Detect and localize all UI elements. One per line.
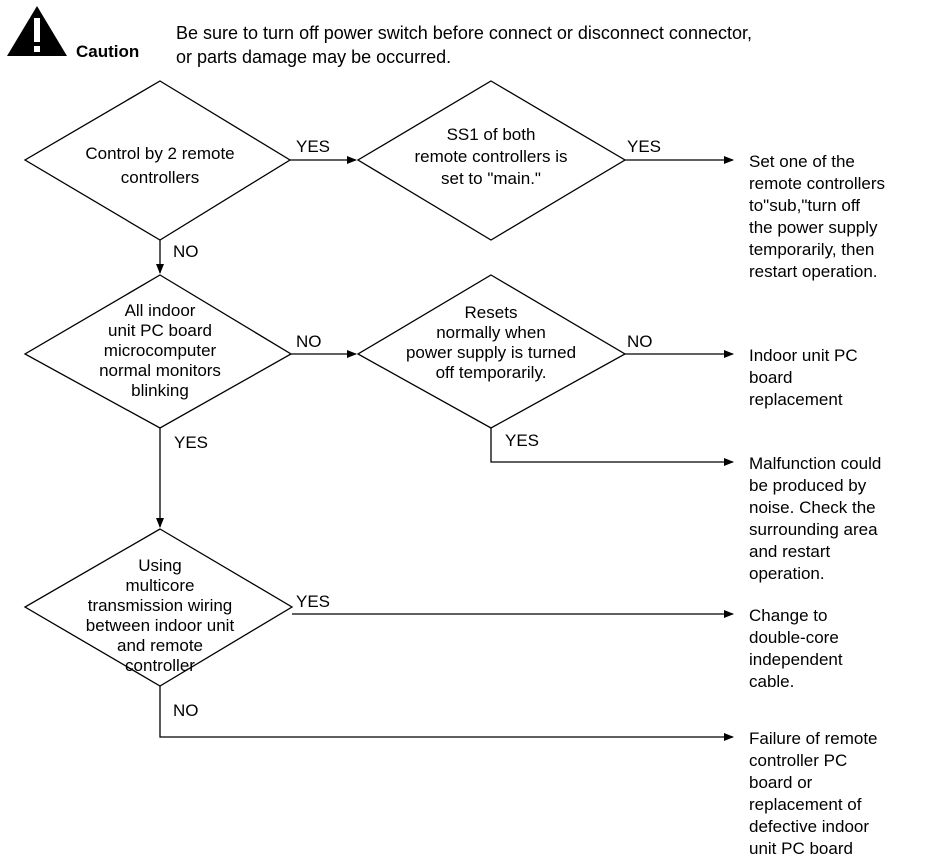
svg-text:Resets: Resets [465,303,518,322]
decision-d1-label: Control by 2 remote controllers [85,144,234,187]
edge-label-d3-no: NO [296,332,322,351]
edge-d4-yes [490,428,734,466]
caution-text-line-1: Be sure to turn off power switch before … [176,23,752,43]
edge-label-d4-yes: YES [505,431,539,450]
decision-d3-label: All indoor unit PC board microcomputer n… [99,301,221,400]
svg-text:remote controllers: remote controllers [749,174,885,193]
svg-text:replacement of: replacement of [749,795,862,814]
caution-text-line-2: or parts damage may be occurred. [176,47,451,67]
svg-text:normally when: normally when [436,323,546,342]
edge-label-d4-no: NO [627,332,653,351]
svg-text:unit PC board: unit PC board [108,321,212,340]
edge-d5-no [159,686,734,741]
svg-text:SS1 of both: SS1 of both [447,125,536,144]
svg-text:set to "main.": set to "main." [441,169,541,188]
edge-label-d5-yes: YES [296,592,330,611]
svg-text:operation.: operation. [749,564,825,583]
edge-label-d1-yes: YES [296,137,330,156]
svg-text:unit PC board: unit PC board [749,839,853,858]
svg-text:surrounding area: surrounding area [749,520,878,539]
svg-text:defective indoor: defective indoor [749,817,869,836]
result-r1: Set one of the remote controllers to"sub… [749,152,885,281]
svg-text:microcomputer: microcomputer [104,341,217,360]
decision-d2-label: SS1 of both remote controllers is set to… [414,125,567,188]
svg-text:remote controllers is: remote controllers is [414,147,567,166]
svg-text:between indoor unit: between indoor unit [86,616,235,635]
svg-text:and restart: and restart [749,542,831,561]
svg-text:replacement: replacement [749,390,843,409]
svg-text:double-core: double-core [749,628,839,647]
svg-text:All indoor: All indoor [125,301,196,320]
result-r4: Change to double-core independent cable. [749,606,843,691]
edge-label-d5-no: NO [173,701,199,720]
svg-text:to"sub,"turn off: to"sub,"turn off [749,196,860,215]
svg-text:Indoor unit PC: Indoor unit PC [749,346,858,365]
svg-text:be produced by: be produced by [749,476,867,495]
svg-text:normal monitors: normal monitors [99,361,221,380]
warning-triangle-icon [7,6,67,56]
svg-text:temporarily, then: temporarily, then [749,240,874,259]
svg-text:Set one of the: Set one of the [749,152,855,171]
result-r5: Failure of remote controller PC board or… [749,729,878,858]
svg-text:independent: independent [749,650,843,669]
caution-label: Caution [76,42,139,61]
decision-d4-label: Resets normally when power supply is tur… [406,303,576,382]
svg-text:Control by 2 remote: Control by 2 remote [85,144,234,163]
caution-header: Caution Be sure to turn off power switch… [7,6,752,67]
result-r3: Malfunction could be produced by noise. … [749,454,881,583]
decision-d2 [356,80,627,241]
svg-text:board or: board or [749,773,813,792]
svg-text:Using: Using [138,556,181,575]
svg-text:blinking: blinking [131,381,189,400]
svg-text:noise. Check the: noise. Check the [749,498,876,517]
edge-label-d1-no: NO [173,242,199,261]
svg-text:cable.: cable. [749,672,794,691]
svg-text:Failure of remote: Failure of remote [749,729,878,748]
svg-text:Malfunction could: Malfunction could [749,454,881,473]
svg-text:and remote: and remote [117,636,203,655]
svg-text:controllers: controllers [121,168,199,187]
svg-text:controller: controller [125,656,195,675]
edge-label-d2-yes: YES [627,137,661,156]
svg-text:Change to: Change to [749,606,827,625]
decision-d5-label: Using multicore transmission wiring betw… [86,556,235,675]
svg-text:power supply is turned: power supply is turned [406,343,576,362]
edge-label-d3-yes: YES [174,433,208,452]
svg-text:board: board [749,368,792,387]
svg-text:restart operation.: restart operation. [749,262,878,281]
result-r2: Indoor unit PC board replacement [749,346,858,409]
svg-text:transmission wiring: transmission wiring [88,596,233,615]
svg-text:controller PC: controller PC [749,751,847,770]
svg-text:off temporarily.: off temporarily. [436,363,547,382]
svg-text:multicore: multicore [126,576,195,595]
svg-text:the power supply: the power supply [749,218,878,237]
